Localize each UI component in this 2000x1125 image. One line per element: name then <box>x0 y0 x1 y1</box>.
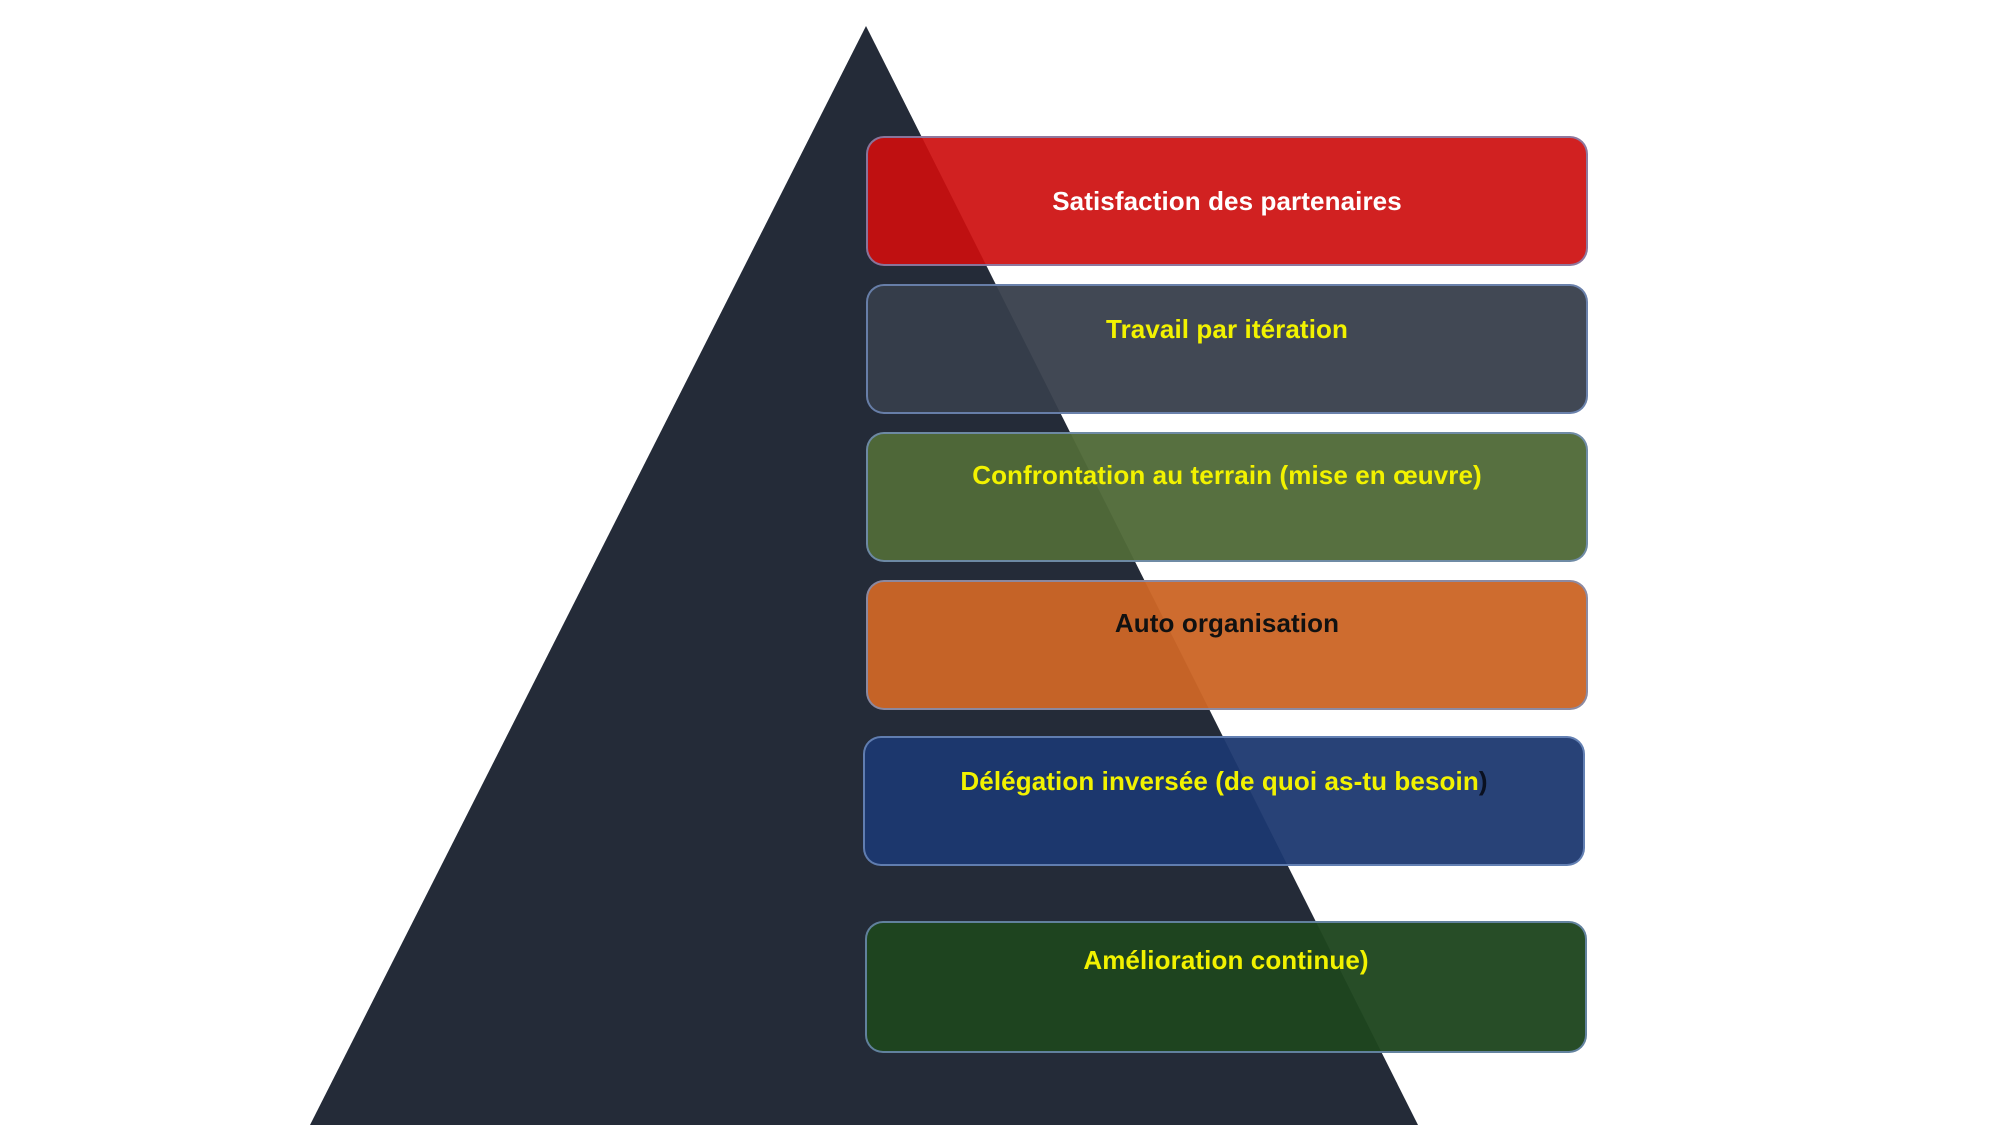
level-auto-organisation: Auto organisation <box>866 580 1588 710</box>
level-travail-par-iteration: Travail par itération <box>866 284 1588 414</box>
level-label-text: Délégation inversée (de quoi as-tu besoi… <box>960 766 1479 796</box>
level-label-paren: ) <box>1478 766 1488 796</box>
level-label: Satisfaction des partenaires <box>1052 186 1402 216</box>
level-label: Travail par itération <box>1106 314 1348 344</box>
level-delegation-inversee: Délégation inversée (de quoi as-tu besoi… <box>863 736 1585 866</box>
level-label: Amélioration continue) <box>1083 945 1369 975</box>
level-label: Auto organisation <box>1114 608 1340 638</box>
level-satisfaction-partenaires: Satisfaction des partenaires <box>866 136 1588 266</box>
level-label: Confrontation au terrain (mise en œuvre) <box>972 460 1482 490</box>
level-amelioration-continue: Amélioration continue) <box>865 921 1587 1053</box>
level-confrontation-terrain: Confrontation au terrain (mise en œuvre) <box>866 432 1588 562</box>
level-label: Délégation inversée (de quoi as-tu besoi… <box>960 768 1487 794</box>
